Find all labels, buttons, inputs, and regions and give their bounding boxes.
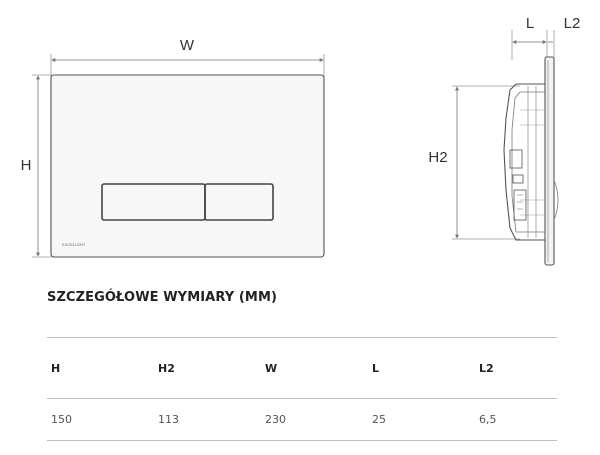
column-header-h2: H2 [154,337,261,399]
plate-profile [544,56,555,266]
technical-drawing: W H EXCELLENT L L2 [21,15,581,266]
column-header-l: L [368,337,475,399]
value-w: 230 [261,398,368,441]
flush-plate-outline [50,74,325,258]
front-view: W H EXCELLENT [21,37,325,258]
width-label: W [180,37,195,54]
depth-label: L [526,15,534,32]
dimensions-heading: SZCZEGÓŁOWE WYMIARY (MM) [47,290,278,305]
plate-thickness-label: L2 [564,15,581,32]
value-h2: 113 [154,398,261,441]
width-dimension: W [50,37,325,78]
value-l: 25 [368,398,475,441]
table-header-row: H H2 W L L2 [47,337,557,399]
brand-mark: EXCELLENT [62,242,86,247]
column-header-l2: L2 [475,337,557,399]
value-l2: 6,5 [475,398,557,441]
side-height-dimension: H2 [428,85,520,240]
table-row: 150 113 230 25 6,5 [47,398,557,441]
height-label: H [21,157,32,174]
column-header-h: H [47,337,154,399]
large-flush-button [204,183,274,221]
mechanism-body [503,83,559,241]
dimensions-table: H H2 W L L2 150 113 230 25 6,5 [47,337,557,441]
side-view: L L2 H2 [428,15,581,266]
height-dimension: H [21,74,52,258]
value-h: 150 [47,398,154,441]
side-height-label: H2 [428,149,447,166]
column-header-w: W [261,337,368,399]
depth-dimension: L L2 [511,15,581,60]
